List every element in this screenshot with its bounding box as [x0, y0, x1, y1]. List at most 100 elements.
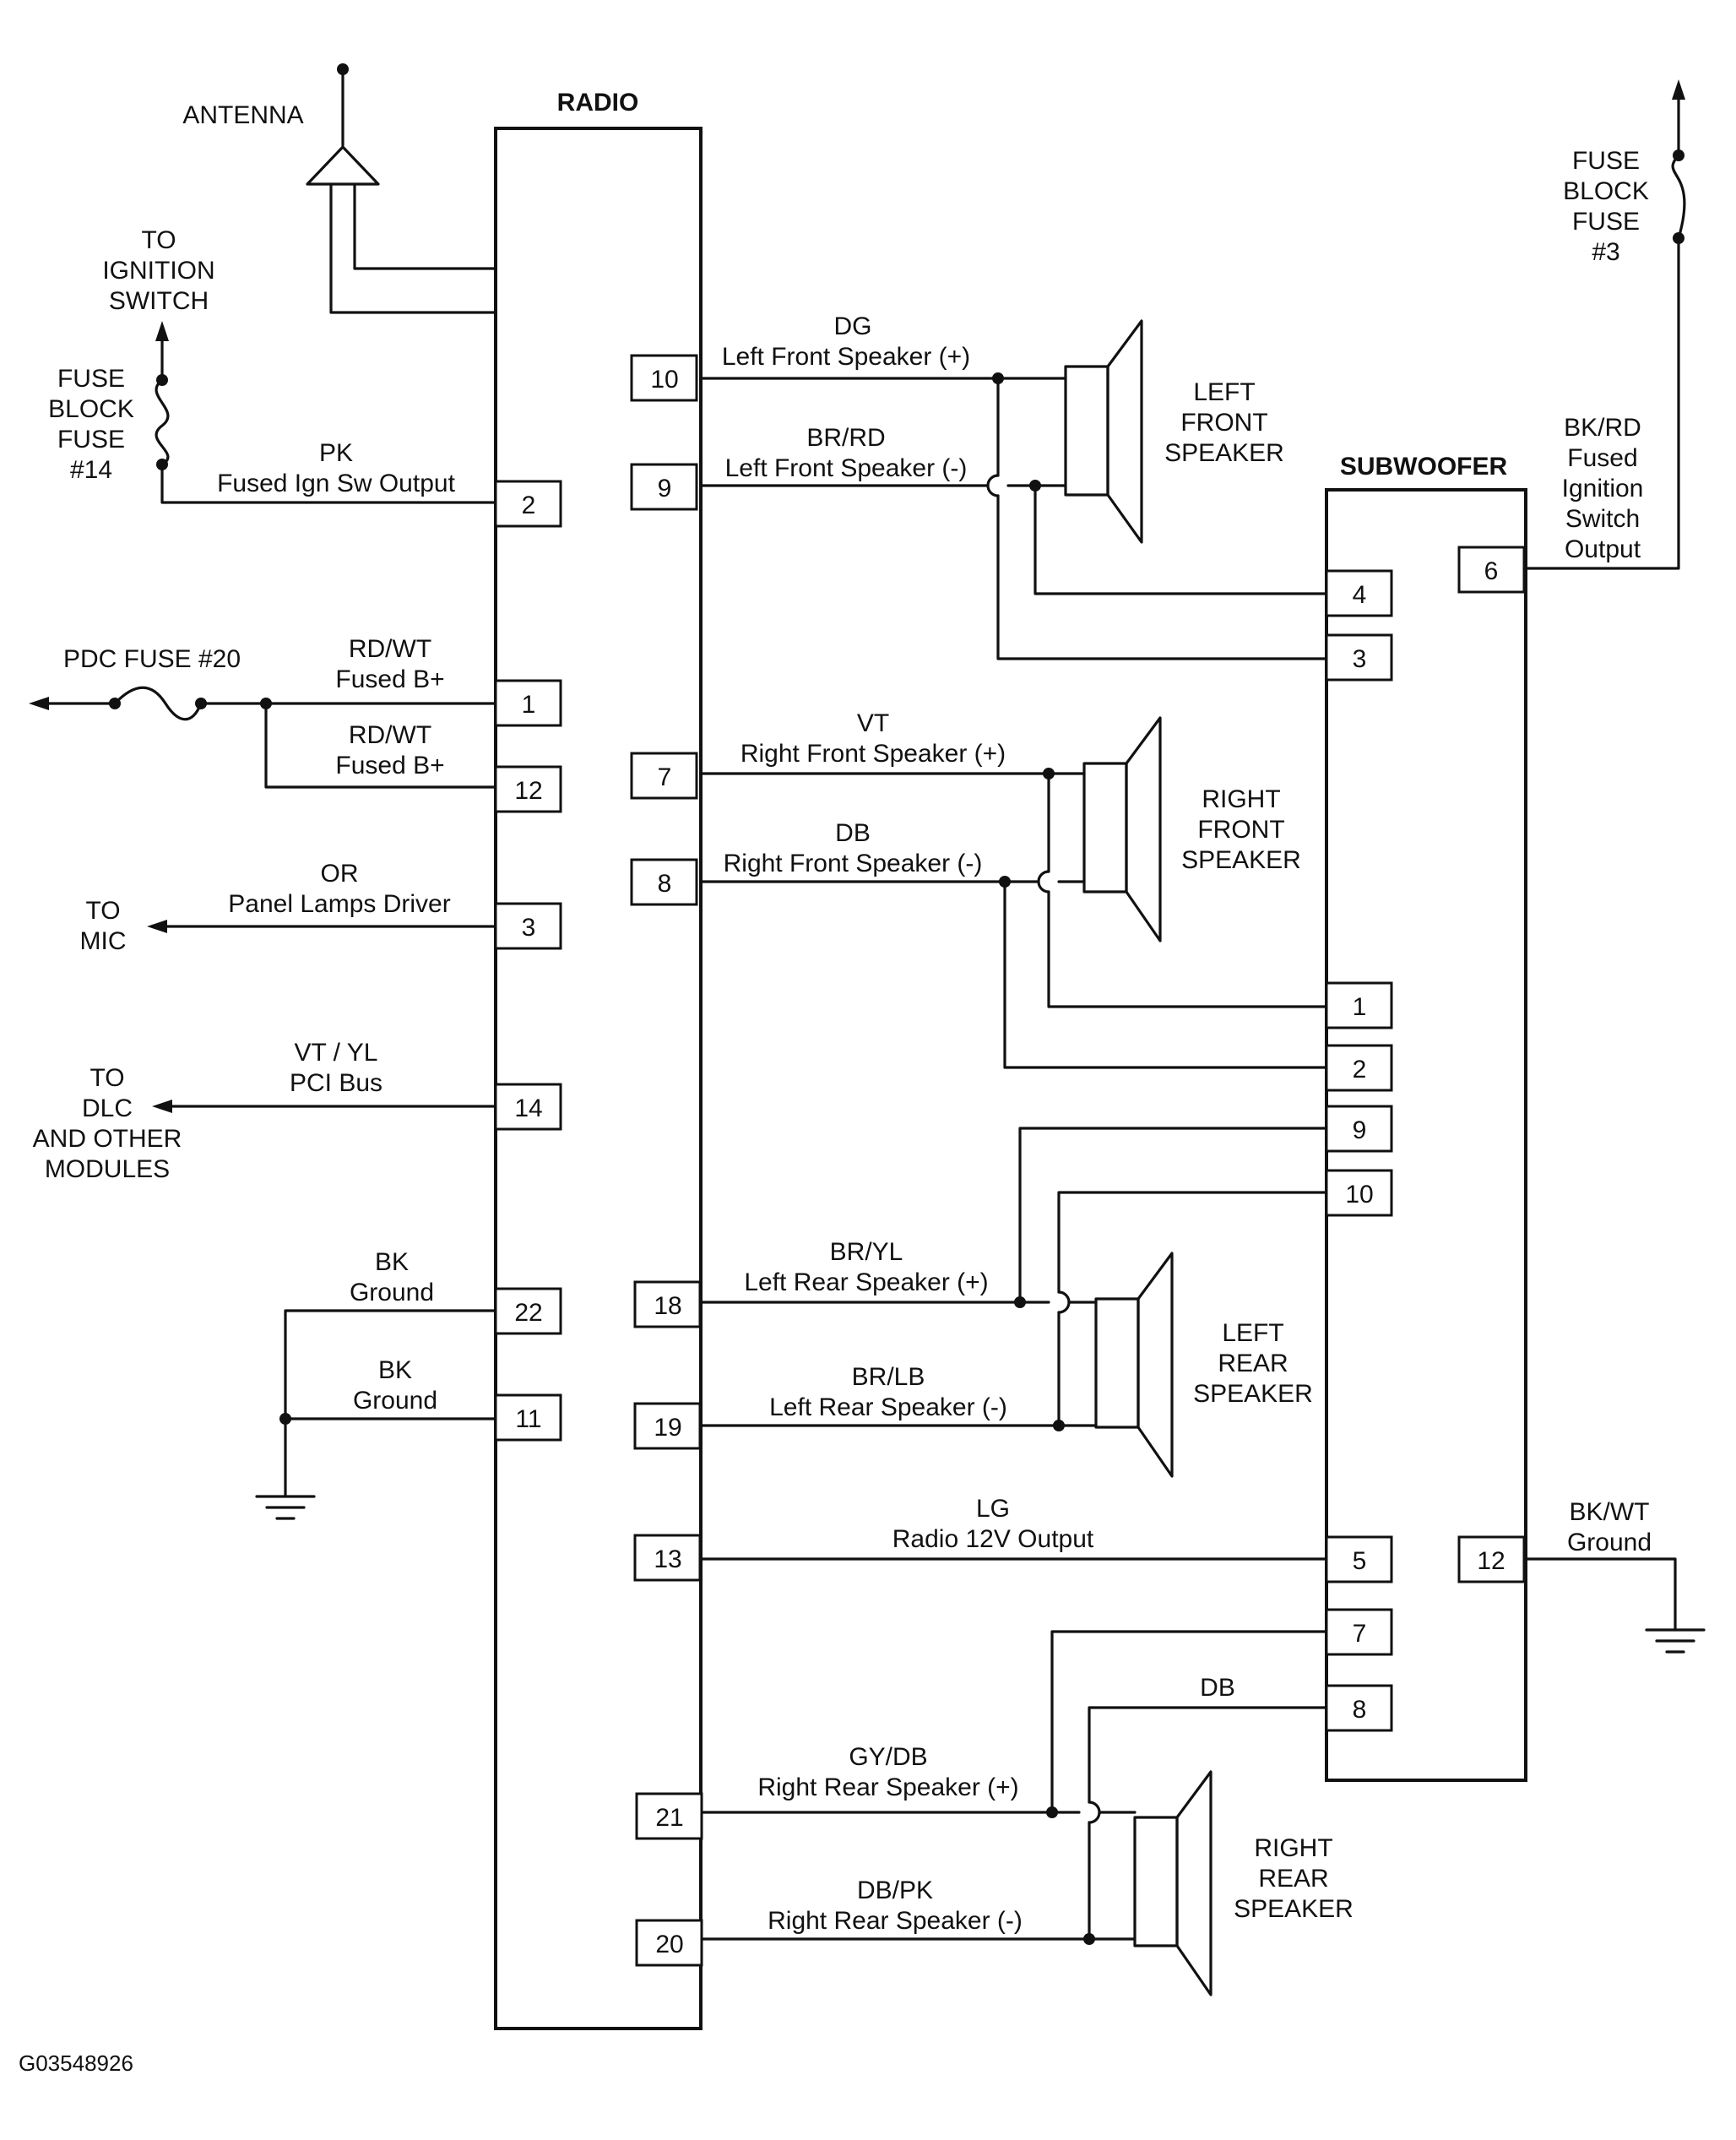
svg-text:1: 1 — [1353, 993, 1367, 1021]
fuse-3-circuit — [1524, 79, 1686, 570]
sub-pin-9: 9 — [1325, 1105, 1393, 1153]
pci-bus-wire — [152, 1100, 497, 1113]
wire-rdwt1-color: RD/WT — [349, 635, 431, 663]
radio-left-pin-11: 11 — [494, 1393, 562, 1442]
wire-pk-desc: Fused Ign Sw Output — [217, 470, 455, 497]
wire-vtyl-desc: PCI Bus — [290, 1069, 382, 1097]
right-rear-speaker-icon — [1133, 1770, 1212, 1996]
svg-text:18: 18 — [654, 1292, 681, 1320]
subwoofer-title: SUBWOOFER — [1340, 453, 1508, 481]
sub6-line3: Ignition — [1562, 475, 1644, 502]
wire-or-color: OR — [321, 860, 359, 888]
rf-speaker-line1: RIGHT — [1202, 785, 1280, 813]
radio-left-pin-14: 14 — [494, 1083, 562, 1131]
to-dlc-line3: AND OTHER — [33, 1125, 182, 1153]
sub-pin-8: 8 — [1325, 1684, 1393, 1732]
wire-rdwt1-desc: Fused B+ — [335, 665, 444, 693]
sub6-line2: Fused — [1567, 444, 1637, 472]
svg-text:2: 2 — [522, 492, 536, 519]
wire-left-rear-plus — [699, 1127, 1328, 1308]
figure-code: G03548926 — [19, 2050, 133, 2076]
fuse14-line4: #14 — [70, 456, 112, 484]
svg-text:5: 5 — [1353, 1547, 1367, 1575]
sub12-line2: Ground — [1567, 1529, 1652, 1556]
wire-gydb-desc: Right Rear Speaker (+) — [757, 1773, 1018, 1801]
wire-bk1-color: BK — [375, 1248, 409, 1276]
sub-ground-wire — [1524, 1557, 1677, 1632]
rr-speaker-line1: RIGHT — [1254, 1834, 1332, 1862]
svg-text:3: 3 — [522, 914, 536, 942]
radio-left-pin-1: 1 — [494, 679, 562, 727]
sub12-line1: BK/WT — [1570, 1498, 1650, 1526]
radio-right-pin-20: 20 — [635, 1919, 703, 1967]
rf-speaker-line2: FRONT — [1197, 816, 1284, 844]
to-ignition-line3: SWITCH — [109, 287, 209, 315]
svg-text:20: 20 — [655, 1931, 683, 1958]
rr-speaker-line3: SPEAKER — [1234, 1895, 1354, 1923]
sub6-line5: Output — [1565, 535, 1641, 563]
wire-lg-desc: Radio 12V Output — [892, 1525, 1094, 1553]
antenna — [306, 63, 497, 314]
to-mic-line2: MIC — [80, 927, 127, 955]
to-dlc-line2: DLC — [82, 1094, 133, 1122]
wire-bryl-color: BR/YL — [830, 1238, 903, 1266]
wire-left-front-plus — [699, 372, 1328, 660]
svg-text:13: 13 — [654, 1545, 681, 1573]
sub-pin-12: 12 — [1457, 1535, 1526, 1583]
rf-speaker-line3: SPEAKER — [1181, 846, 1301, 874]
wire-bk2-color: BK — [378, 1356, 412, 1384]
radio-left-pin-2: 2 — [494, 480, 562, 528]
wire-right-front-plus — [699, 768, 1328, 1008]
lr-speaker-line2: REAR — [1218, 1350, 1288, 1377]
sub-pin-2: 2 — [1325, 1044, 1393, 1092]
radio-right-pin-8: 8 — [630, 858, 698, 906]
to-ignition-line2: IGNITION — [102, 257, 214, 285]
radio-left-pin-12: 12 — [494, 765, 562, 813]
sub-wire-db-label: DB — [1200, 1674, 1235, 1702]
left-rear-speaker-icon — [1094, 1252, 1174, 1478]
sub-pin-4: 4 — [1325, 569, 1393, 617]
sub6-line1: BK/RD — [1564, 414, 1641, 442]
svg-text:12: 12 — [1477, 1547, 1505, 1575]
sub6-line4: Switch — [1565, 505, 1640, 533]
svg-text:21: 21 — [655, 1804, 683, 1832]
svg-text:10: 10 — [1345, 1181, 1373, 1209]
to-ignition-line1: TO — [141, 226, 176, 254]
wire-pk-color: PK — [319, 439, 353, 467]
wire-gydb-color: GY/DB — [849, 1743, 927, 1771]
radio-ground-wires — [279, 1309, 497, 1498]
radio-right-pin-21: 21 — [635, 1792, 703, 1840]
radio-right-pin-10: 10 — [630, 354, 698, 402]
svg-text:7: 7 — [658, 763, 672, 791]
radio-left-pin-22: 22 — [494, 1287, 562, 1335]
fuse14-line1: FUSE — [57, 365, 125, 393]
to-dlc-line4: MODULES — [45, 1155, 170, 1183]
pdc-fuse-20-circuit — [29, 686, 497, 789]
wire-db-color: DB — [835, 819, 871, 847]
svg-text:2: 2 — [1353, 1056, 1367, 1084]
wire-rdwt2-color: RD/WT — [349, 721, 431, 749]
radio-right-pin-7: 7 — [630, 752, 698, 800]
wire-vt-desc: Right Front Speaker (+) — [741, 740, 1006, 768]
fuse14-line3: FUSE — [57, 426, 125, 454]
sub-ground-symbol-icon — [1645, 1628, 1706, 1654]
svg-text:4: 4 — [1353, 581, 1367, 609]
ground-symbol-icon — [255, 1495, 316, 1520]
to-dlc-line1: TO — [90, 1064, 124, 1092]
sub-pin-10: 10 — [1325, 1169, 1393, 1217]
wire-bryl-desc: Left Rear Speaker (+) — [744, 1268, 988, 1296]
wire-bk2-desc: Ground — [353, 1387, 437, 1415]
fuse3-line3: FUSE — [1572, 208, 1640, 236]
svg-text:14: 14 — [514, 1094, 542, 1122]
wire-dbpk-desc: Right Rear Speaker (-) — [768, 1907, 1023, 1935]
radio-right-pin-9: 9 — [630, 463, 698, 511]
wire-lg-color: LG — [976, 1495, 1010, 1523]
right-front-speaker-icon — [1082, 716, 1162, 942]
svg-text:11: 11 — [515, 1405, 541, 1433]
fuse3-line2: BLOCK — [1563, 177, 1649, 205]
radio-right-pin-13: 13 — [633, 1534, 702, 1582]
fuse-14-circuit — [155, 321, 497, 504]
wire-left-front-minus — [699, 480, 1328, 595]
sub-pin-5: 5 — [1325, 1535, 1393, 1583]
